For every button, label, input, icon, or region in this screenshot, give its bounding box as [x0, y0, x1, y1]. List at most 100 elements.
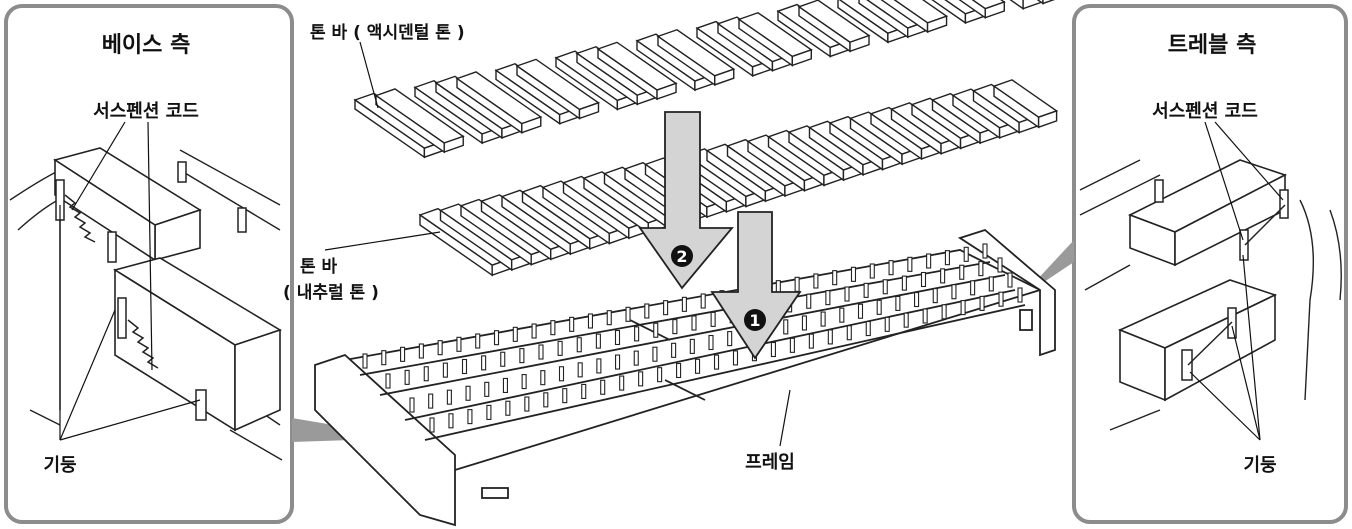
step-1-number: 1	[749, 311, 760, 330]
frame-post	[672, 319, 678, 335]
frame-post	[385, 373, 391, 389]
frame-post	[461, 358, 468, 375]
frame-post	[944, 250, 950, 266]
natural-tone-bar-label-line2: ( 내추럴 톤 )	[283, 283, 379, 303]
tone-bars-accidental	[353, 0, 1055, 159]
accidental-bar-12-end	[714, 68, 735, 86]
accidental-bar-10-end	[656, 82, 677, 101]
frame-post	[907, 256, 913, 272]
frame-post	[951, 284, 957, 300]
frame-post	[600, 379, 606, 395]
accidental-bar-15	[737, 11, 813, 67]
frame-post	[484, 381, 490, 397]
frame-post	[895, 295, 901, 311]
frame-post	[481, 355, 487, 371]
accidental-bar-23	[1009, 0, 1043, 11]
frame-post	[689, 338, 695, 354]
frame-post	[808, 333, 814, 349]
accidental-bar-2-end	[443, 135, 464, 154]
frame-post	[644, 303, 650, 319]
frame-post	[500, 351, 506, 367]
frame-post	[606, 310, 612, 326]
frame-post	[978, 261, 984, 277]
step-2-badge: 2	[671, 245, 693, 267]
accidental-bar-7	[515, 58, 601, 120]
step-2-number: 2	[676, 247, 687, 266]
frame-post	[381, 350, 387, 366]
treble-bar-lower	[1117, 279, 1278, 402]
frame	[314, 228, 1056, 527]
accidental-bar-2	[374, 88, 465, 154]
frame-post	[638, 371, 644, 387]
frame-post	[633, 350, 639, 366]
frame-post	[595, 333, 601, 349]
bass-posts	[55, 161, 247, 421]
frame-post	[869, 263, 875, 279]
frame-post	[409, 397, 415, 413]
accidental-bar-12	[656, 28, 736, 87]
frame-post	[437, 340, 443, 356]
frame-post	[681, 296, 687, 312]
accidental-tone-bar-label: 톤 바 ( 액시덴털 톤 )	[310, 23, 465, 43]
natural-bar-29-end	[1037, 109, 1058, 129]
frame-post	[789, 337, 795, 353]
frame-post	[903, 312, 909, 328]
frame-post	[505, 400, 511, 416]
frame-post	[418, 343, 424, 359]
frame-post	[467, 409, 473, 425]
frame-post	[940, 268, 946, 284]
frame-post	[486, 404, 492, 420]
frame-post	[557, 340, 563, 356]
frame-post	[576, 337, 582, 353]
frame-post	[708, 334, 714, 351]
natural-tone-bar-label-line1: 톤 바	[300, 257, 338, 277]
accidental-bar-7-end	[578, 101, 600, 120]
frame-post	[519, 348, 525, 364]
frame-post	[543, 392, 549, 408]
frame-post	[998, 291, 1004, 307]
frame-post	[448, 413, 454, 429]
frame-post	[550, 320, 556, 336]
frame-post	[615, 354, 621, 370]
accidental-bar-20	[880, 0, 949, 34]
frame-post	[558, 366, 565, 382]
accidental-bar-20-end	[926, 15, 948, 33]
frame-post	[988, 276, 994, 292]
frame-post	[657, 367, 663, 383]
frame-post	[663, 300, 669, 316]
treble-bar-upper	[1128, 159, 1288, 267]
frame-post	[671, 342, 677, 358]
frame-label: 프레임	[745, 452, 795, 473]
frame-post	[653, 322, 659, 338]
treble-side-title: 트레블 측	[1168, 33, 1257, 58]
accidental-bar-17	[797, 0, 871, 53]
frame-post	[562, 388, 568, 404]
frame-post	[844, 286, 850, 302]
frame-post	[475, 333, 481, 349]
frame-post	[446, 389, 452, 405]
frame-post	[524, 396, 530, 412]
frame-post	[634, 326, 640, 342]
frame-post	[794, 276, 800, 292]
frame-post	[625, 306, 631, 322]
frame-post	[832, 270, 838, 286]
frame-post	[932, 288, 938, 304]
frame-post	[806, 293, 812, 309]
frame-post	[581, 383, 587, 400]
accidental-bar-17-end	[849, 34, 870, 53]
accidental-bar-22-end	[984, 1, 1005, 19]
arrow-step-2	[638, 111, 734, 290]
frame-post	[710, 311, 716, 327]
frame-post	[423, 366, 429, 382]
frame-post	[587, 313, 594, 329]
frame-post	[922, 308, 928, 324]
accidental-bar-15-end	[791, 48, 812, 67]
frame-post	[839, 307, 845, 323]
frame-post	[963, 246, 969, 262]
frame-post	[801, 315, 807, 331]
step-1-badge: 1	[744, 309, 766, 331]
treble-post-label: 기둥	[1243, 455, 1276, 476]
frame-post	[820, 311, 826, 327]
frame-post	[884, 316, 890, 332]
frame-post	[614, 329, 621, 346]
